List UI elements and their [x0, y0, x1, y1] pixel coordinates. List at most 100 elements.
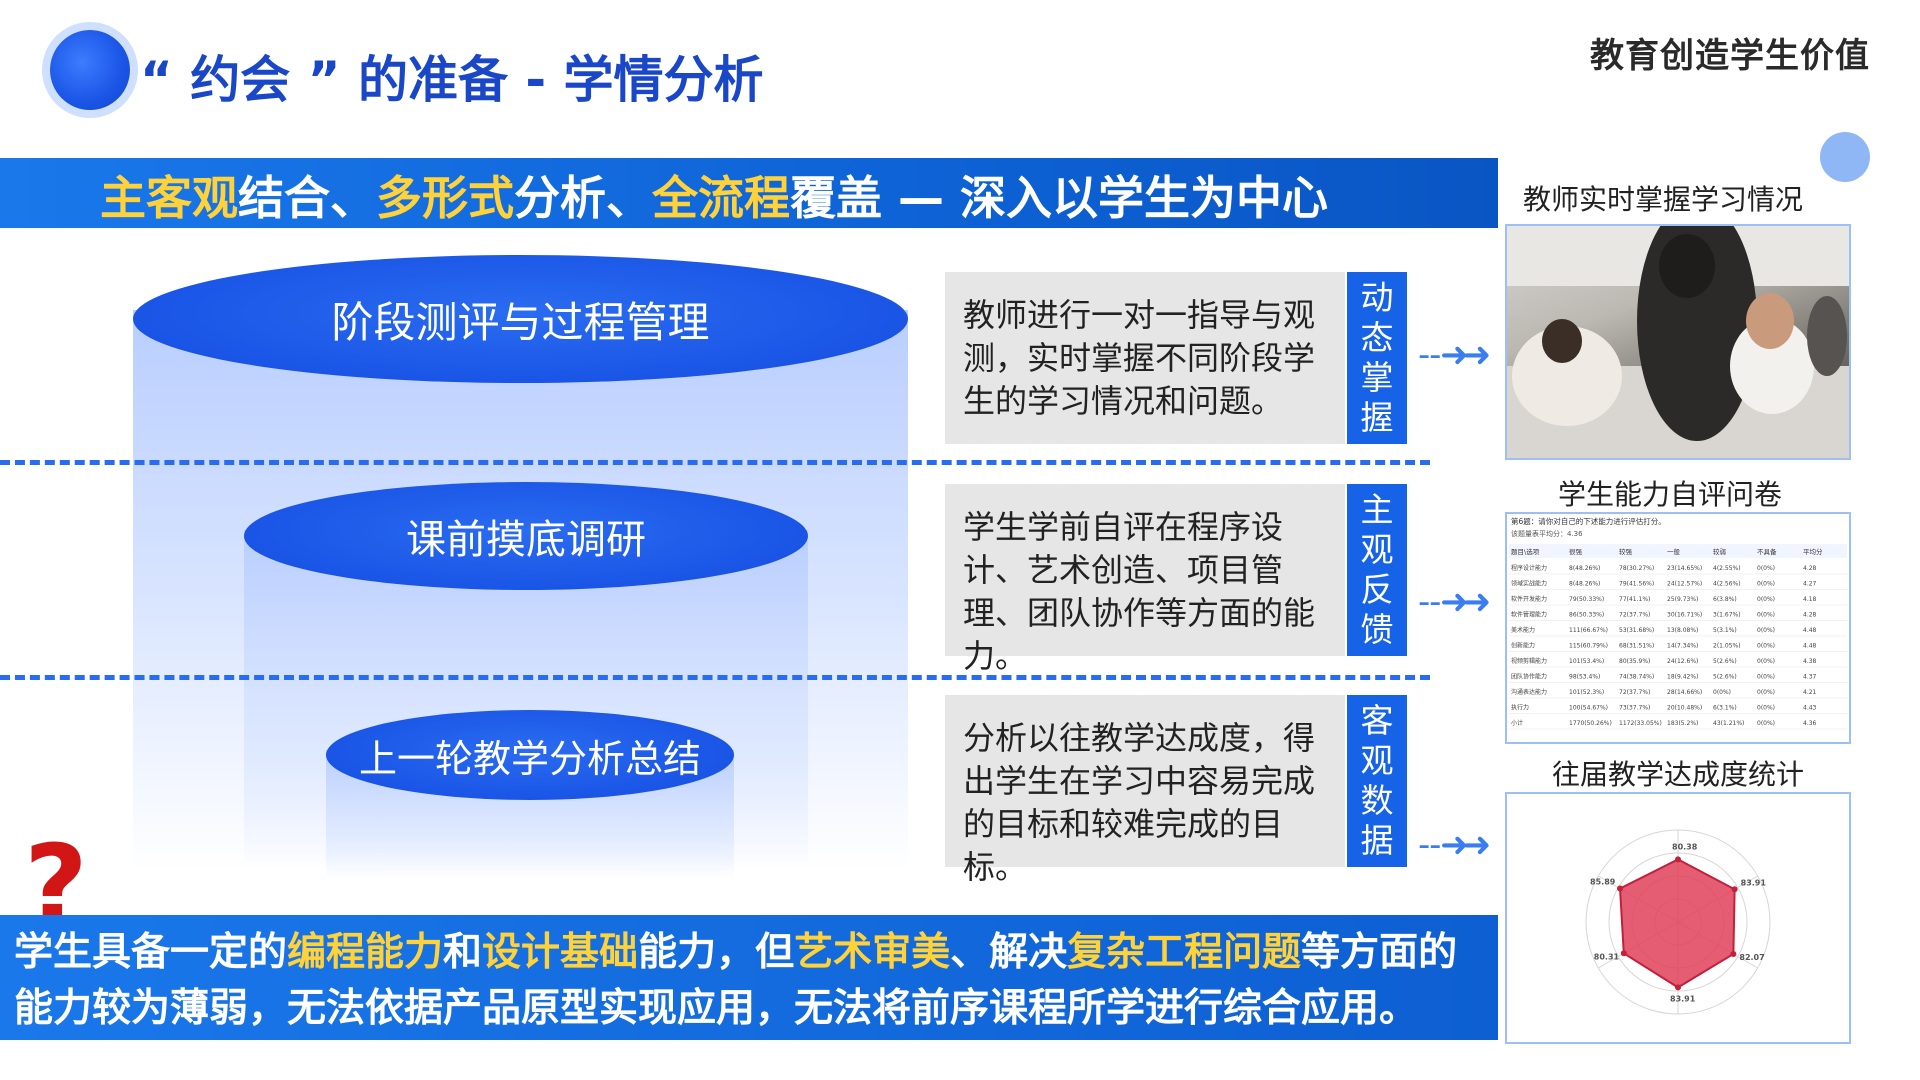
survey-question: 第6题：请你对自己的下述能力进行评估打分。 [1511, 516, 1666, 526]
survey-cell: 0(0%) [1757, 581, 1775, 588]
survey-cell: 23(14.65%) [1667, 565, 1702, 572]
survey-cell: 14(7.34%) [1667, 643, 1698, 650]
survey-cell: 4.37 [1803, 674, 1817, 681]
survey-header-cell: 较弱 [1713, 547, 1726, 556]
card-1-tag-char: 握 [1360, 398, 1394, 437]
survey-cell: 5(2.6%) [1713, 658, 1737, 665]
survey-cell: 0(0%) [1757, 720, 1775, 727]
survey-cell: 3(1.67%) [1713, 612, 1741, 619]
card-1-tag: 动 态 掌 握 [1347, 272, 1407, 444]
card-2-tag-char: 反 [1360, 570, 1394, 609]
survey-cell: 183(5.2%) [1667, 720, 1698, 727]
survey-header-cell: 平均分 [1803, 547, 1823, 556]
stage-3-ellipse: 上一轮教学分析总结 [326, 710, 734, 800]
survey-cell: 小计 [1511, 719, 1523, 727]
conclusion-text-5: 等方面的能力较为薄弱，无法依据产品原型实现应用，无法将前序课程所学进行综合应用。 [14, 930, 1458, 1031]
stage-2-label: 课前摸底调研 [406, 517, 646, 563]
survey-cell: 4.48 [1803, 627, 1817, 634]
card-3-tag-char: 据 [1360, 821, 1394, 860]
banner-highlight-2: 多形式 [376, 171, 514, 225]
survey-cell: 4.28 [1803, 565, 1817, 572]
radar-point [1675, 856, 1681, 863]
card-2-tag-char: 馈 [1360, 610, 1394, 649]
survey-cell: 程序设计能力 [1511, 564, 1547, 572]
survey-header-cell: 不具备 [1757, 547, 1777, 556]
survey-cell: 0(0%) [1757, 643, 1775, 650]
survey-header-cell: 题目\选项 [1511, 547, 1540, 556]
survey-cell: 团队协作能力 [1511, 673, 1547, 681]
survey-cell: 4.18 [1803, 596, 1817, 603]
stage-2-ellipse: 课前摸底调研 [244, 482, 808, 590]
conclusion-text-3: 能力，但 [638, 930, 795, 975]
radar-value-label: 82.07 [1739, 953, 1764, 962]
card-3-text: 分析以往教学达成度，得出学生在学习中容易完成的目标和较难完成的目标。 [963, 719, 1316, 886]
caption-teacher-photo: 教师实时掌握学习情况 [1523, 183, 1804, 216]
survey-cell: 115(60.79%) [1569, 643, 1608, 650]
survey-cell: 18(9.42%) [1667, 674, 1698, 681]
conclusion-highlight-4: 复杂工程问题 [1067, 930, 1302, 975]
banner-text-3: 覆盖 — 深入以学生为中心 [790, 171, 1329, 225]
survey-cell: 4(2.55%) [1713, 565, 1741, 572]
conclusion-text-4: 、解决 [950, 930, 1068, 975]
survey-cell: 5(2.6%) [1713, 674, 1737, 681]
survey-cell: 5(3.1%) [1713, 627, 1737, 634]
survey-cell: 111(66.67%) [1569, 627, 1608, 634]
stage-3-label: 上一轮教学分析总结 [358, 736, 701, 781]
survey-cell: 13(8.08%) [1667, 627, 1698, 634]
survey-header-cell: 很强 [1569, 547, 1583, 556]
survey-cell: 6(3.1%) [1713, 705, 1737, 712]
survey-cell: 0(0%) [1757, 658, 1775, 665]
conclusion-highlight-1: 编程能力 [287, 930, 444, 975]
survey-cell: 101(52.3%) [1569, 689, 1604, 696]
survey-cell: 53(31.68%) [1619, 627, 1654, 634]
survey-cell: 领域实战能力 [1511, 580, 1547, 588]
card-3-tag-char: 客 [1360, 701, 1394, 740]
card-1-tag-char: 态 [1360, 318, 1394, 357]
survey-cell: 4.38 [1803, 658, 1817, 665]
survey-cell: 4.36 [1803, 720, 1817, 727]
survey-cell: 20(10.48%) [1667, 705, 1702, 712]
survey-cell: 77(41.1%) [1619, 596, 1650, 603]
survey-cell: 24(12.57%) [1667, 581, 1702, 588]
stage-1-label: 阶段测评与过程管理 [331, 297, 710, 347]
survey-cell: 0(0%) [1757, 689, 1775, 696]
survey-cell: 72(37.7%) [1619, 689, 1650, 696]
survey-cell: 1770(50.26%) [1569, 720, 1612, 727]
survey-cell: 8(48.26%) [1569, 565, 1600, 572]
survey-header-row [1509, 544, 1847, 558]
arrow-right-icon: - - ➜➜ [1418, 582, 1491, 622]
survey-cell: 软件开发能力 [1511, 595, 1547, 603]
slogan: 教育创造学生价值 [1590, 36, 1870, 76]
survey-cell: 2(1.05%) [1713, 643, 1741, 650]
banner-text: 主客观结合、多形式分析、全流程覆盖 — 深入以学生为中心 [100, 162, 1328, 228]
radar-value-label: 85.89 [1590, 878, 1616, 887]
card-3-tag-char: 数 [1360, 781, 1394, 820]
card-1-tag-char: 掌 [1360, 358, 1394, 397]
radar-point [1731, 886, 1738, 893]
arrow-right-icon: - - ➜➜ [1418, 335, 1491, 375]
conclusion-text: 学生具备一定的编程能力和设计基础能力，但艺术审美、解决复杂工程问题等方面的能力较… [14, 925, 1494, 1037]
survey-cell: 视频剪辑能力 [1511, 657, 1547, 665]
survey-cell: 72(37.7%) [1619, 612, 1650, 619]
radar-value-label: 80.38 [1672, 842, 1698, 851]
classroom-photo [1505, 224, 1851, 460]
survey-cell: 4.43 [1803, 705, 1817, 712]
conclusion-text-1: 学生具备一定的 [14, 930, 288, 975]
survey-cell: 25(9.73%) [1667, 596, 1698, 603]
card-1: 教师进行一对一指导与观测，实时掌握不同阶段学生的学习情况和问题。 [945, 272, 1345, 444]
radar-point [1620, 950, 1627, 957]
survey-cell: 43(1.21%) [1713, 720, 1744, 727]
card-2-text: 学生学前自评在程序设计、艺术创造、项目管理、团队协作等方面的能力。 [963, 508, 1316, 675]
stage-1-ellipse: 阶段测评与过程管理 [133, 255, 908, 383]
caption-attainment: 往届教学达成度统计 [1552, 758, 1805, 791]
survey-cell: 4.21 [1803, 689, 1817, 696]
survey-cell: 0(0%) [1757, 565, 1775, 572]
card-1-text: 教师进行一对一指导与观测，实时掌握不同阶段学生的学习情况和问题。 [963, 296, 1316, 420]
survey-cell: 4(2.56%) [1713, 581, 1741, 588]
card-2-tag-char: 观 [1360, 530, 1394, 569]
survey-cell: 软件管理能力 [1511, 611, 1547, 619]
survey-cell: 0(0%) [1757, 674, 1775, 681]
